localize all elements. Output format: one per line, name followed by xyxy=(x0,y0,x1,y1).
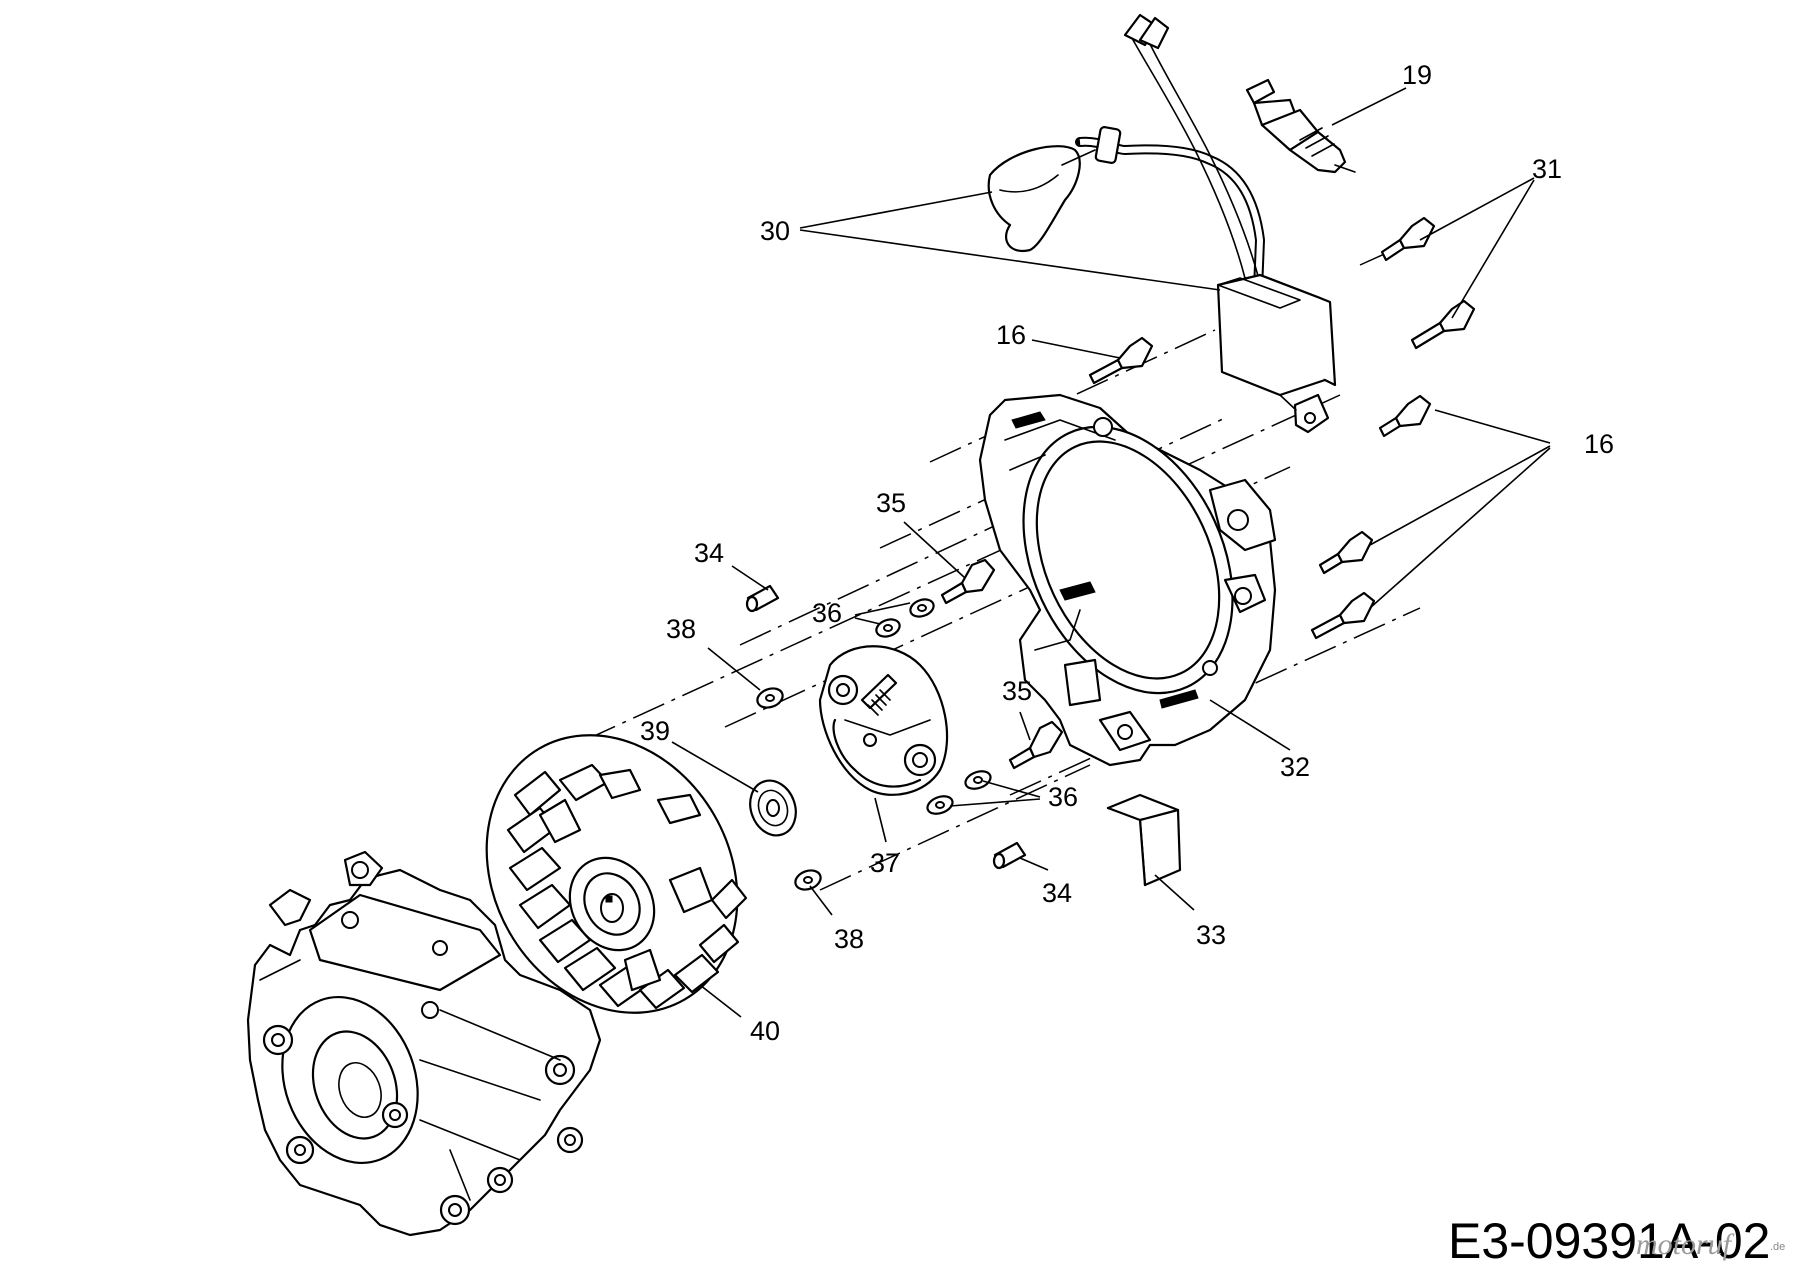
screws-31 xyxy=(1380,216,1476,350)
callout-37: 37 xyxy=(870,848,900,878)
crankcase xyxy=(246,850,602,1237)
callout-38-lower: 38 xyxy=(834,924,864,954)
ignition-coil xyxy=(987,13,1337,434)
pins-34 xyxy=(745,584,1027,870)
bolts-35 xyxy=(940,558,1064,770)
callout-16-right: 16 xyxy=(1584,429,1614,459)
callout-39: 39 xyxy=(640,716,670,746)
callout-36-upper: 36 xyxy=(812,598,842,628)
fan-housing xyxy=(978,393,1277,767)
callout-36-lower: 36 xyxy=(1048,782,1078,812)
callout-33: 33 xyxy=(1196,920,1226,950)
callout-35-lower: 35 xyxy=(1002,676,1032,706)
flywheel xyxy=(485,734,748,1014)
washers-36 xyxy=(875,598,992,815)
watermark: motoruf xyxy=(1636,1228,1735,1261)
clutch xyxy=(818,645,949,796)
leader-lines xyxy=(671,87,1551,1018)
callout-32: 32 xyxy=(1280,752,1310,782)
callouts: 19 30 31 16 16 35 34 36 38 39 35 32 36 3… xyxy=(640,60,1614,1046)
bracket xyxy=(1106,793,1182,887)
nut xyxy=(749,779,797,837)
spark-plug xyxy=(1245,78,1356,174)
callout-31: 31 xyxy=(1532,154,1562,184)
callout-40: 40 xyxy=(750,1016,780,1046)
callout-34-upper: 34 xyxy=(694,538,724,568)
drawing-code: E3-09391A-02 xyxy=(1448,1213,1770,1269)
callout-38-upper: 38 xyxy=(666,614,696,644)
callout-35-upper: 35 xyxy=(876,488,906,518)
callout-19: 19 xyxy=(1402,60,1432,90)
callout-16-upper: 16 xyxy=(996,320,1026,350)
washers-38 xyxy=(756,687,822,891)
callout-34-lower: 34 xyxy=(1042,878,1072,908)
callout-30: 30 xyxy=(760,216,790,246)
watermark-tld: .de xyxy=(1770,1241,1785,1253)
screws-16 xyxy=(1088,336,1432,640)
